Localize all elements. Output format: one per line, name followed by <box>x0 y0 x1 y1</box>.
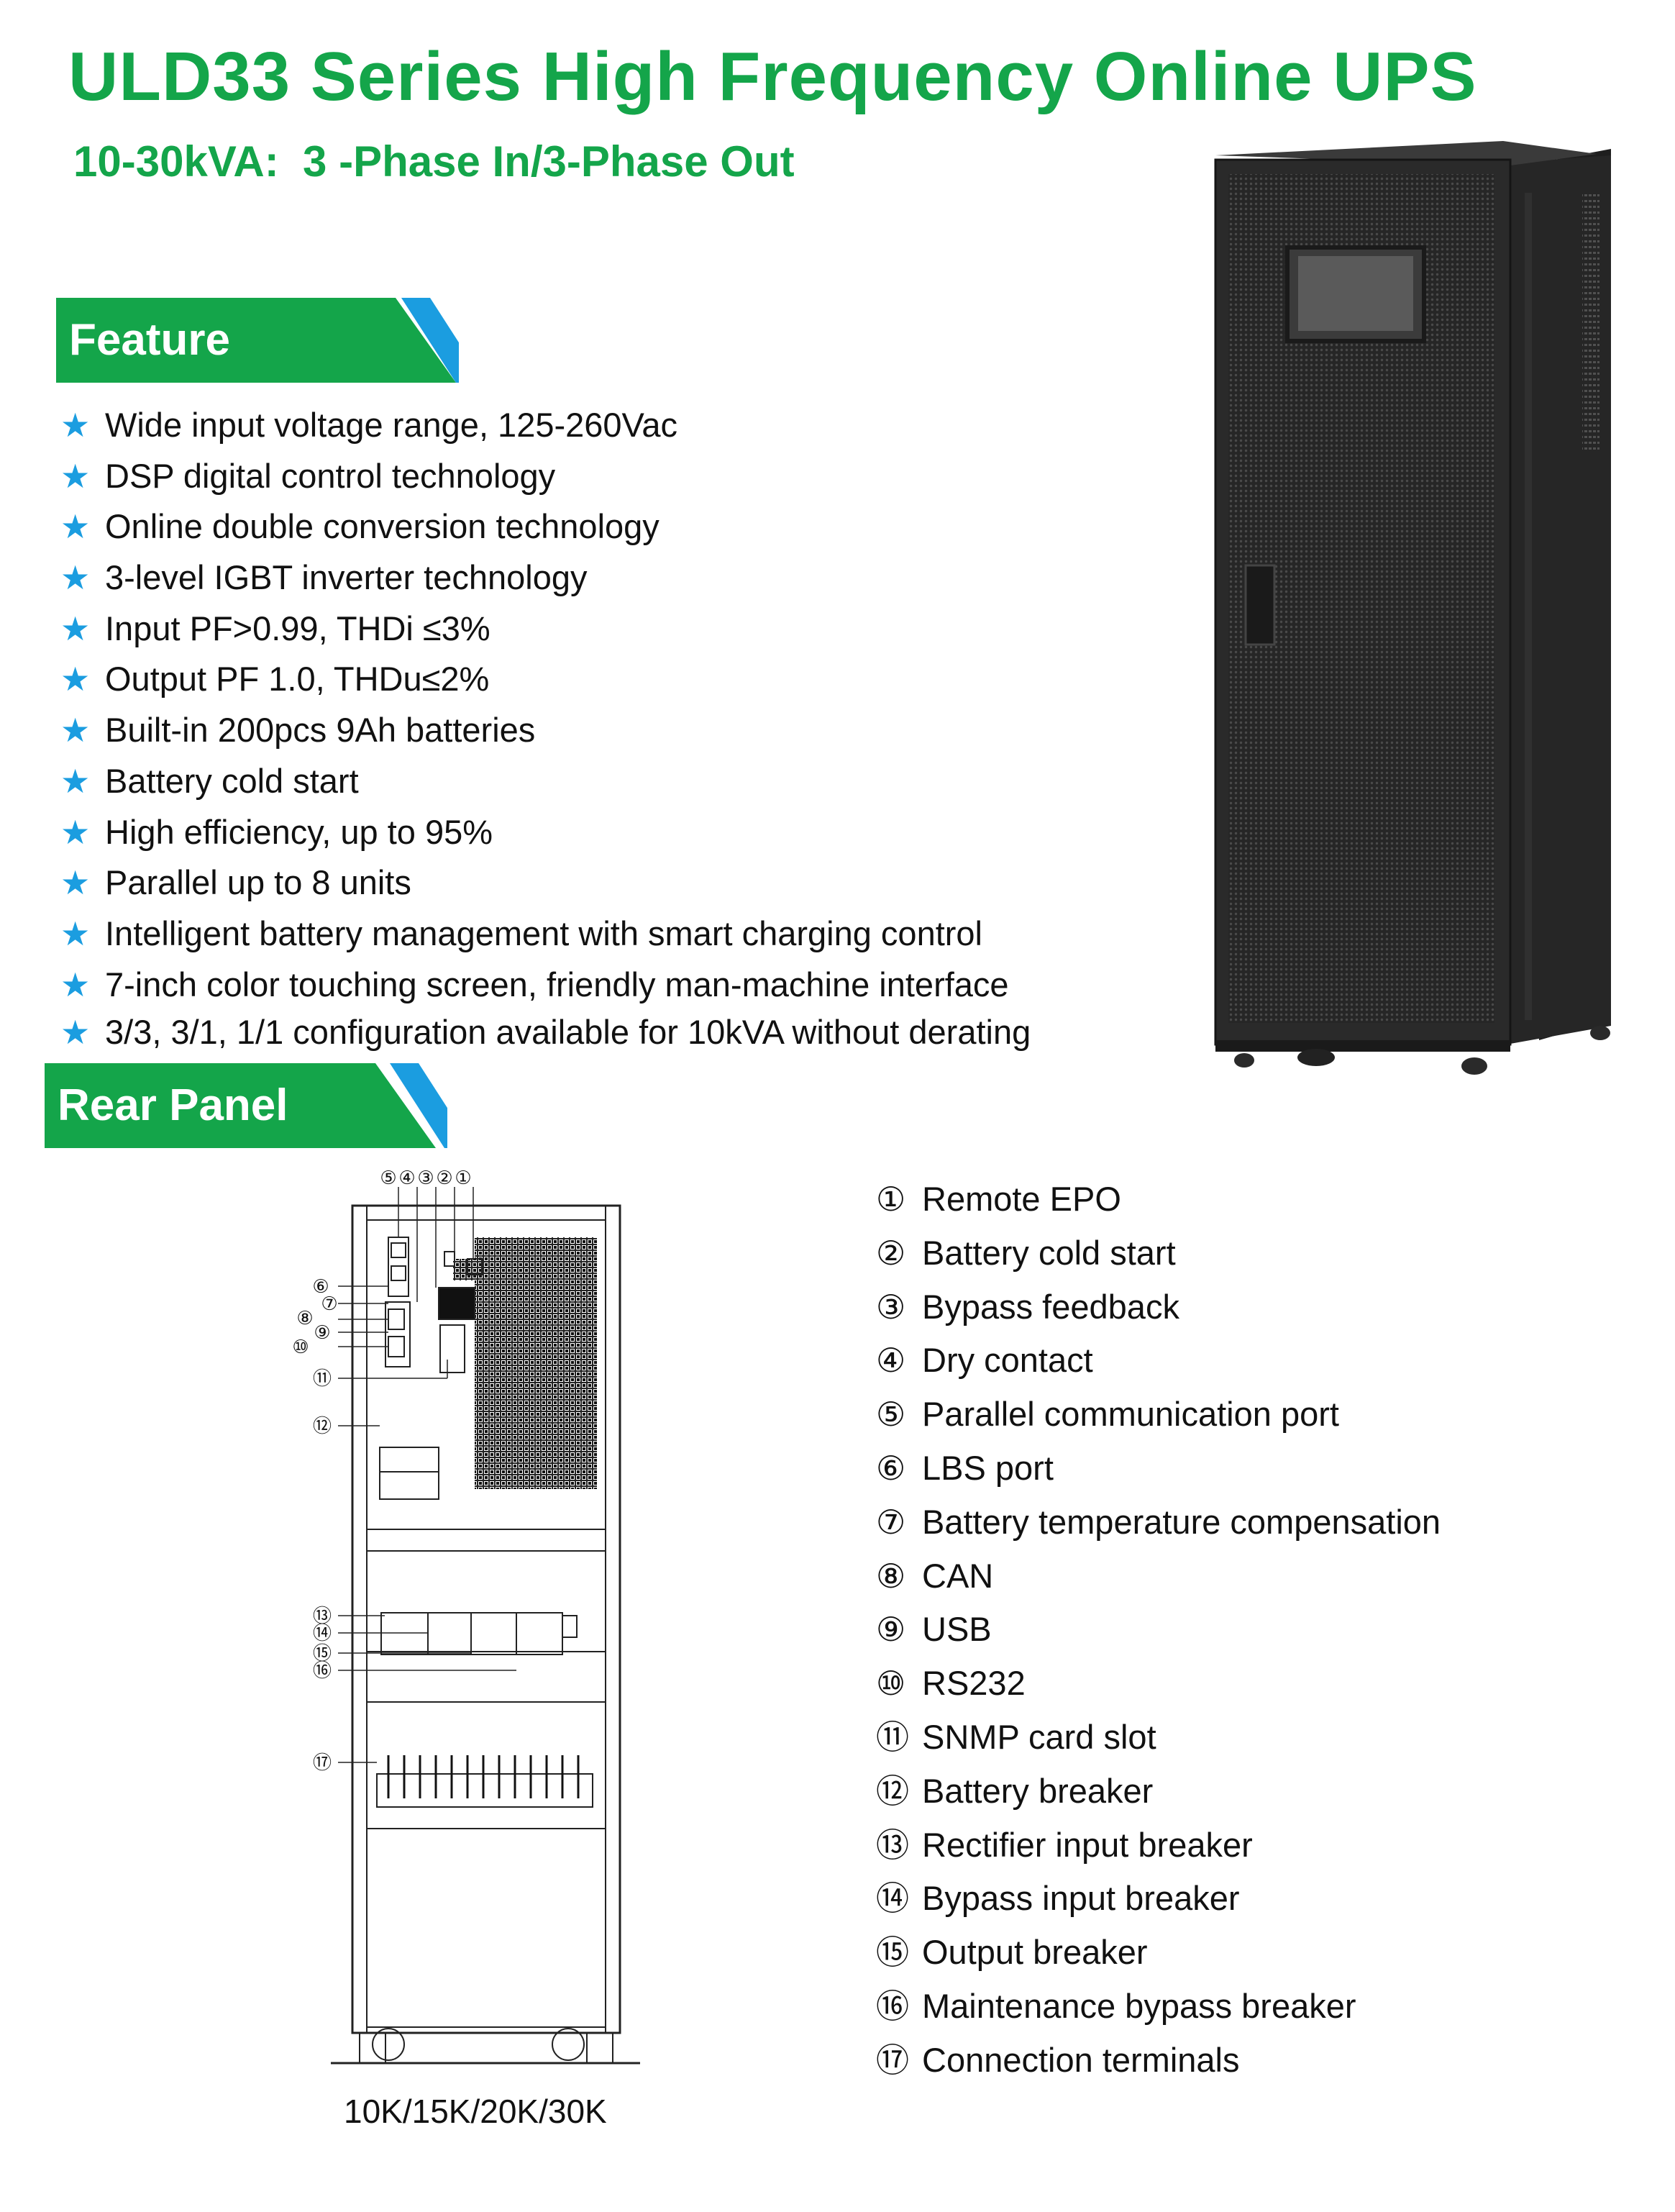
callout-label: ⑪ <box>313 1368 332 1390</box>
star-icon: ★ <box>60 762 91 800</box>
list-item: ★7-inch color touching screen, friendly … <box>60 960 1031 1011</box>
callout-label: ① <box>455 1168 471 1189</box>
callout-label: ⑬ <box>313 1606 332 1627</box>
page-title: ULD33 Series High Frequency Online UPS <box>68 38 1477 115</box>
page-subtitle: 10-30kVA: 3 -Phase In/3-Phase Out <box>73 137 795 186</box>
list-item: ★High efficiency, up to 95% <box>60 807 1031 858</box>
star-icon: ★ <box>60 508 91 546</box>
callout-label: ⑮ <box>313 1643 332 1665</box>
list-item: ★Parallel up to 8 units <box>60 857 1031 909</box>
callout-label: ⑤ <box>380 1168 396 1189</box>
rear-panel-diagram: ⑤ ④ ③ ② ① ⑥ ⑦ ⑧ ⑨ ⑩ ⑪ ⑫ ⑬ ⑭ ⑮ ⑯ ⑰ <box>288 1158 676 2090</box>
list-item: ★3-level IGBT inverter technology <box>60 552 1031 604</box>
star-icon: ★ <box>60 559 91 597</box>
list-item: ★Battery cold start <box>60 756 1031 807</box>
feature-heading: Feature <box>69 315 230 365</box>
callout-label: ⑭ <box>313 1623 332 1644</box>
list-item: ★Built-in 200pcs 9Ah batteries <box>60 705 1031 756</box>
rear-panel-heading: Rear Panel <box>58 1080 288 1130</box>
callout-label: ⑨ <box>314 1322 330 1344</box>
star-icon: ★ <box>60 711 91 750</box>
star-icon: ★ <box>60 609 91 647</box>
callout-label: ⑰ <box>313 1752 332 1774</box>
star-icon: ★ <box>60 864 91 902</box>
callout-label: ② <box>436 1168 452 1189</box>
list-item: ★3/3, 3/1, 1/1 configuration available f… <box>60 1010 1031 1055</box>
star-icon: ★ <box>60 406 91 444</box>
list-item: ★Online double conversion technology <box>60 501 1031 552</box>
banner-shape <box>45 1063 447 1148</box>
star-icon: ★ <box>60 965 91 1003</box>
callout-label: ⑧ <box>296 1308 313 1329</box>
list-item: ★Intelligent battery management with sma… <box>60 909 1031 960</box>
star-icon: ★ <box>60 1013 91 1051</box>
model-caption: 10K/15K/20K/30K <box>344 2093 607 2130</box>
callout-label: ⑩ <box>292 1337 309 1358</box>
list-item: ★Output PF 1.0, THDu≤2% <box>60 654 1031 705</box>
rear-panel-heading-banner: Rear Panel <box>45 1063 447 1148</box>
feature-list: ★Wide input voltage range, 125-260Vac ★D… <box>60 400 1031 1055</box>
star-icon: ★ <box>60 660 91 698</box>
callout-label: ⑫ <box>313 1416 332 1437</box>
ups-cabinet-photo <box>1208 141 1615 1087</box>
banner-shape <box>56 298 459 383</box>
list-item: ★Input PF>0.99, THDi ≤3% <box>60 604 1031 655</box>
feature-heading-banner: Feature <box>56 298 459 383</box>
list-item: ★DSP digital control technology <box>60 451 1031 502</box>
star-icon: ★ <box>60 457 91 495</box>
callout-label: ⑥ <box>312 1276 329 1298</box>
star-icon: ★ <box>60 914 91 952</box>
callout-label: ③ <box>417 1168 434 1189</box>
list-item: ★Wide input voltage range, 125-260Vac <box>60 400 1031 451</box>
callout-label: ⑦ <box>321 1293 337 1315</box>
callout-label: ④ <box>398 1168 415 1189</box>
star-icon: ★ <box>60 813 91 851</box>
callout-label: ⑯ <box>313 1660 332 1682</box>
